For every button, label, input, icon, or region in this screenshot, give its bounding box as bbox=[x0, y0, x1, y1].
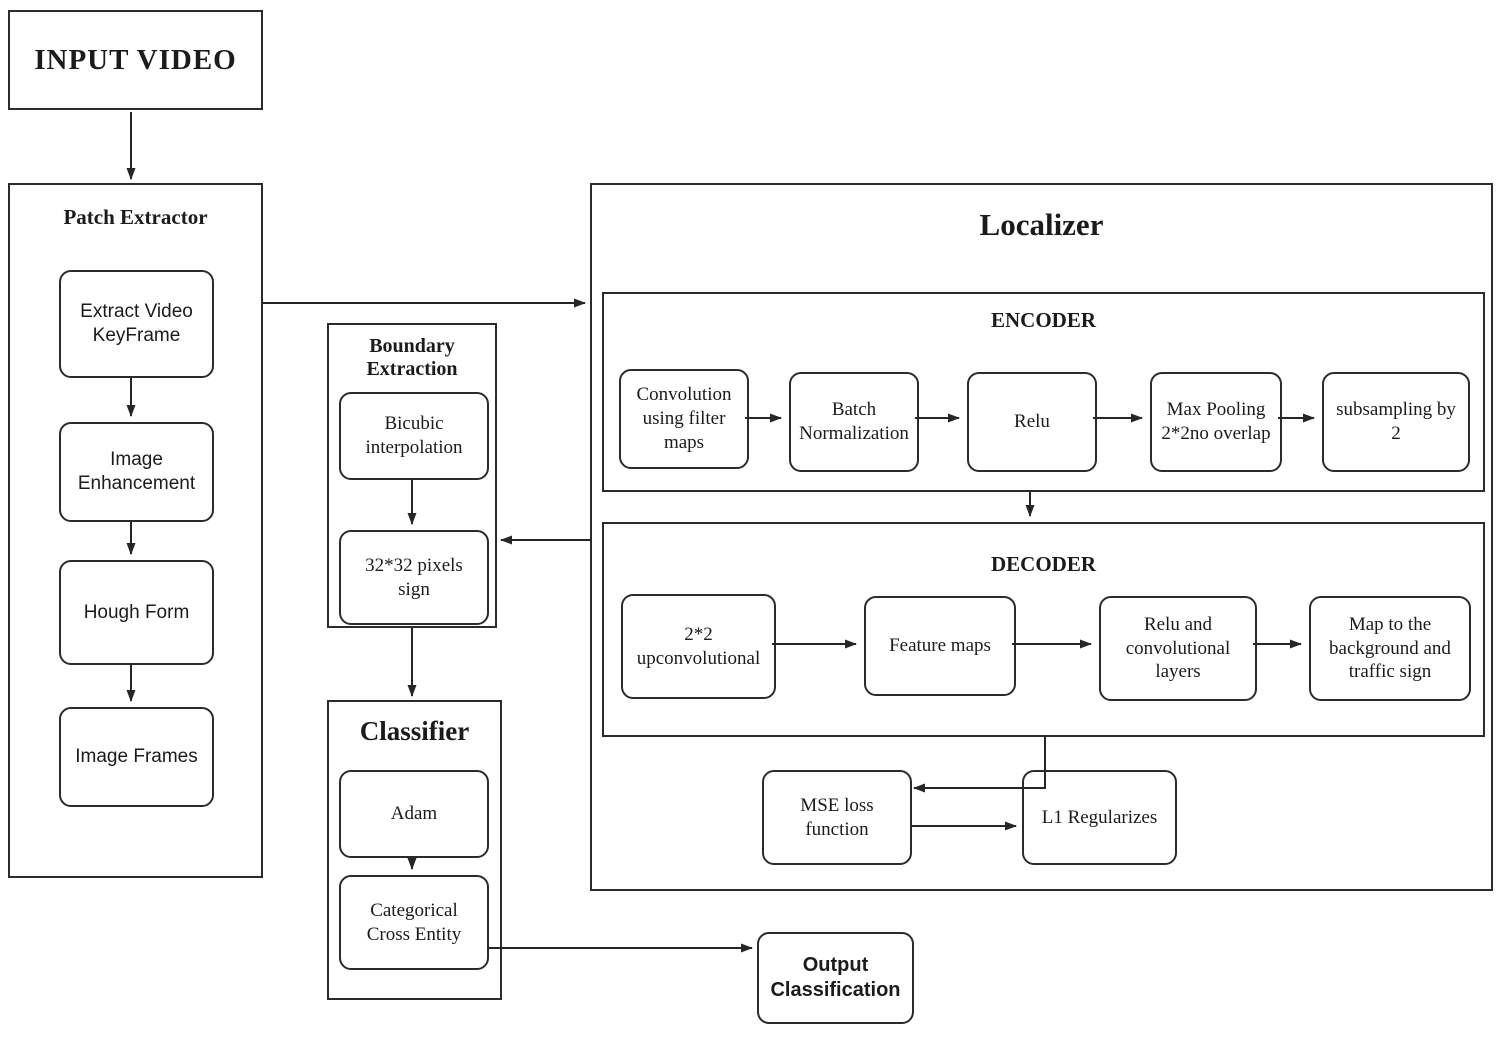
relu-node: Relu bbox=[967, 372, 1097, 472]
l1-regularizes-node: L1 Regularizes bbox=[1022, 770, 1177, 865]
input-video-node: INPUT VIDEO bbox=[8, 10, 263, 110]
boundary-extraction-title: Boundary Extraction bbox=[366, 335, 458, 380]
mse-loss-node: MSE loss function bbox=[762, 770, 912, 865]
adam-node: Adam bbox=[339, 770, 489, 858]
bicubic-interpolation-node: Bicubic interpolation bbox=[339, 392, 489, 480]
boundary-extraction-group: Boundary Extraction Bicubic interpolatio… bbox=[327, 323, 497, 628]
hough-form-node: Hough Form bbox=[59, 560, 214, 665]
localizer-group: Localizer ENCODER Convolution using filt… bbox=[590, 183, 1493, 891]
extract-video-keyframe-node: Extract Video KeyFrame bbox=[59, 270, 214, 378]
image-enhancement-node: Image Enhancement bbox=[59, 422, 214, 522]
batch-normalization-node: Batch Normalization bbox=[789, 372, 919, 472]
classifier-title: Classifier bbox=[359, 716, 470, 746]
categorical-cross-entity-node: Categorical Cross Entity bbox=[339, 875, 489, 970]
decoder-title: DECODER bbox=[990, 552, 1096, 576]
max-pooling-node: Max Pooling 2*2no overlap bbox=[1150, 372, 1282, 472]
subsampling-node: subsampling by 2 bbox=[1322, 372, 1470, 472]
patch-extractor-title: Patch Extractor bbox=[63, 205, 208, 229]
map-background-traffic-sign-node: Map to the background and traffic sign bbox=[1309, 596, 1471, 701]
patch-extractor-group: Patch Extractor Extract Video KeyFrame I… bbox=[8, 183, 263, 878]
output-classification-node: Output Classification bbox=[757, 932, 914, 1024]
feature-maps-node: Feature maps bbox=[864, 596, 1016, 696]
decoder-group: DECODER 2*2 upconvolutional Feature maps… bbox=[602, 522, 1485, 737]
pixels-sign-node: 32*32 pixels sign bbox=[339, 530, 489, 625]
image-frames-node: Image Frames bbox=[59, 707, 214, 807]
relu-convolutional-layers-node: Relu and convolutional layers bbox=[1099, 596, 1257, 701]
upconvolutional-node: 2*2 upconvolutional bbox=[621, 594, 776, 699]
classifier-group: Classifier Adam Categorical Cross Entity bbox=[327, 700, 502, 1000]
encoder-title: ENCODER bbox=[990, 308, 1096, 332]
encoder-group: ENCODER Convolution using filter maps Ba… bbox=[602, 292, 1485, 492]
convolution-filter-maps-node: Convolution using filter maps bbox=[619, 369, 749, 469]
localizer-title: Localizer bbox=[979, 207, 1104, 242]
